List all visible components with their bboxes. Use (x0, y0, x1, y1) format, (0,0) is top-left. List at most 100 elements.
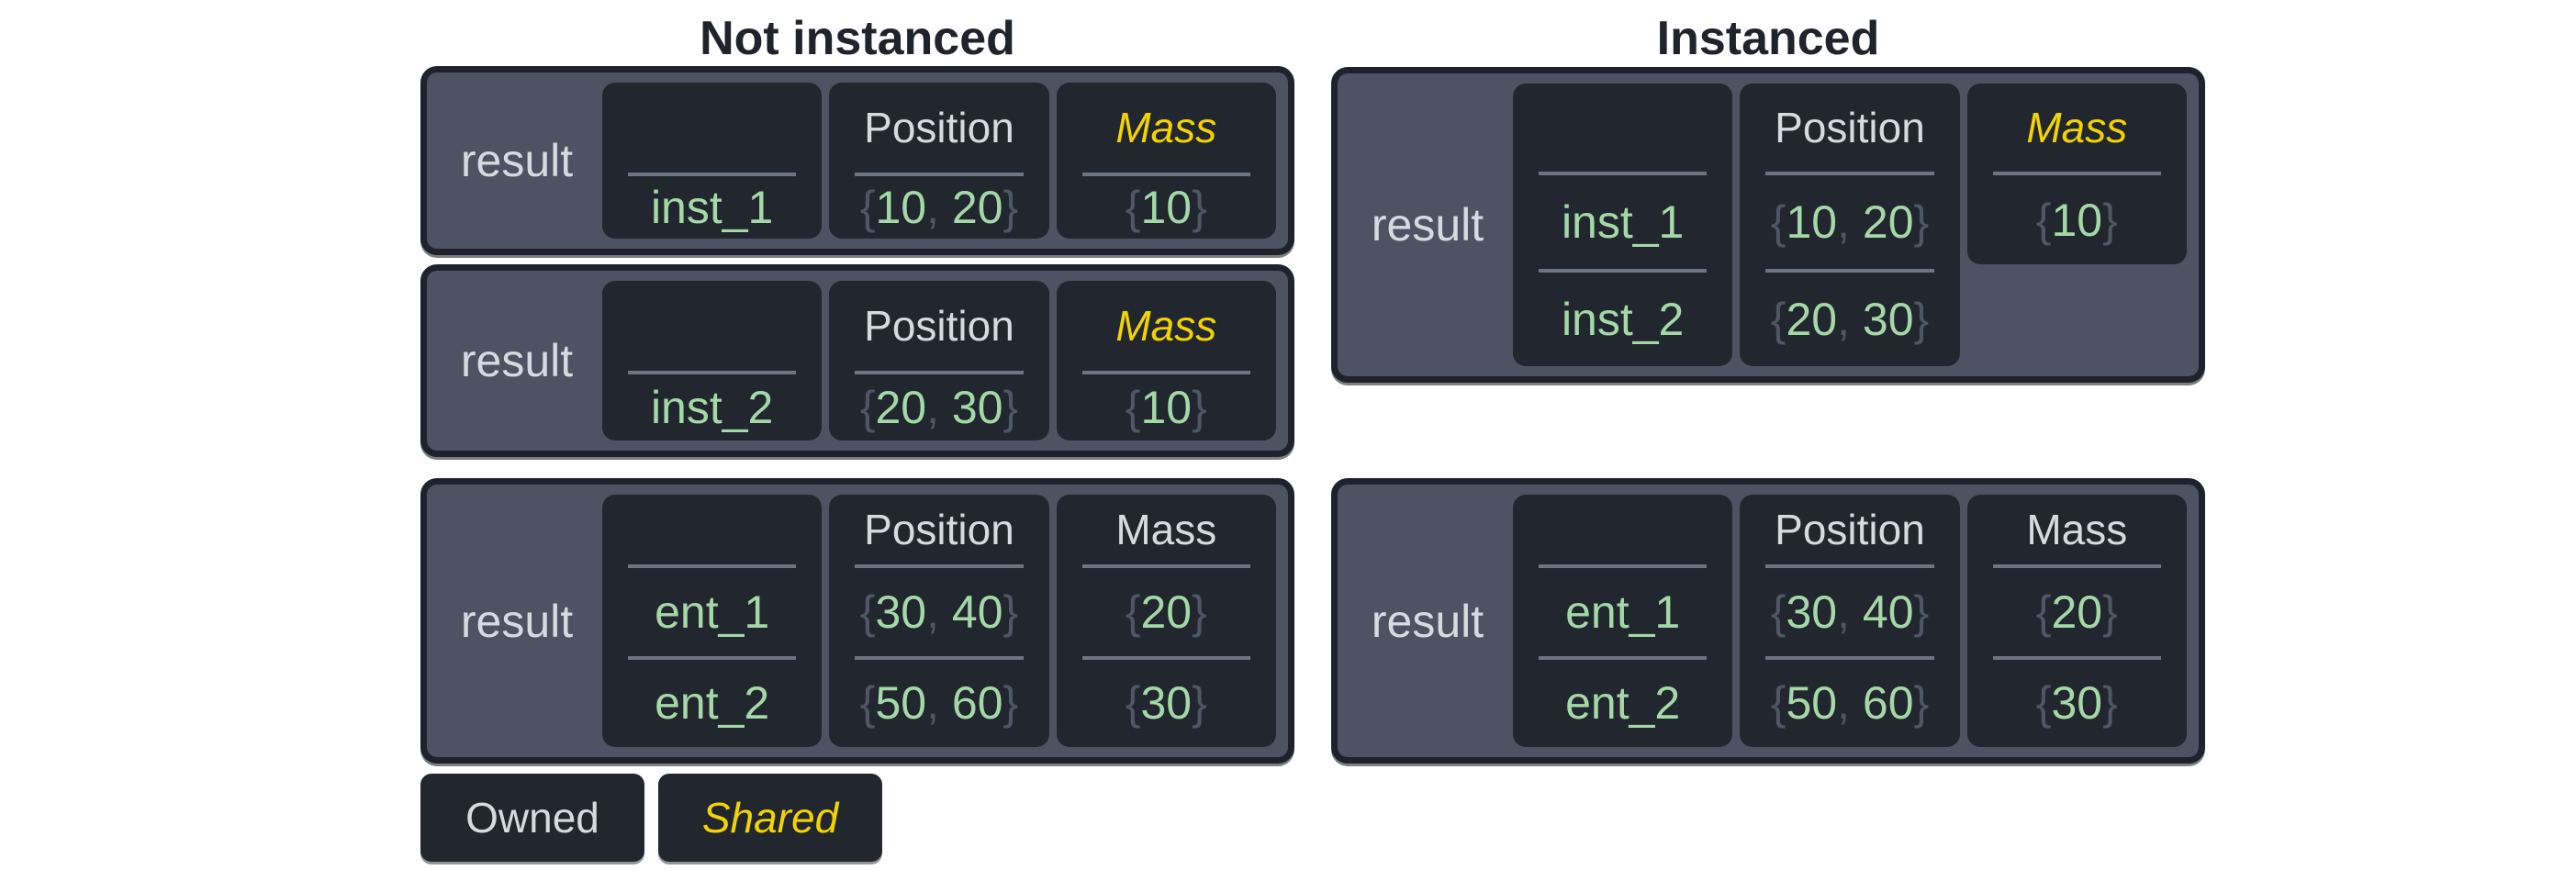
header-divider (1539, 172, 1708, 175)
position-value: {10, 20} (1740, 175, 1959, 269)
result-label: result (460, 135, 574, 186)
entity-name: inst_2 (650, 382, 774, 433)
header-divider (1992, 564, 2161, 568)
entity-header-blank (1513, 84, 1732, 172)
entity-column: inst_1 inst_2 (1513, 84, 1733, 366)
position-y: 60 (1862, 677, 1914, 730)
open-brace: { (1770, 677, 1786, 730)
comma: , (926, 182, 952, 233)
entity-header-blank (602, 83, 822, 173)
open-brace: { (1770, 196, 1786, 248)
result-block-instanced: result inst_1 inst_2 Position {10, 20} {… (1331, 67, 2205, 383)
close-brace: } (1192, 586, 1207, 638)
shared-mass-value: {10} (1967, 175, 2187, 264)
position-header: Position (864, 104, 1014, 151)
header-divider (628, 371, 797, 374)
position-y: 30 (1862, 294, 1914, 345)
comma: , (1837, 294, 1863, 345)
comma: , (1837, 586, 1863, 638)
result-label: result (1371, 595, 1484, 647)
close-brace: } (1002, 586, 1019, 638)
row-divider (1765, 269, 1934, 273)
result-block-entities: result ent_1 ent_2 Position {30, 40} {50… (420, 478, 1294, 764)
columns: inst_1 inst_2 Position {10, 20} {20, 30}… (1513, 84, 2187, 366)
position-column: Position {10, 20} {20, 30} (1740, 84, 1960, 366)
mass-number: 20 (1140, 586, 1193, 638)
position-column: Position {30, 40} {50, 60} (829, 495, 1049, 748)
close-brace: } (2102, 677, 2118, 730)
entity-column: ent_1 ent_2 (602, 495, 823, 747)
entity-name: ent_1 (1565, 586, 1681, 638)
entity-name: inst_2 (1561, 294, 1685, 345)
close-brace: } (1192, 382, 1207, 433)
result-label: result (1371, 199, 1484, 251)
row-divider (1539, 269, 1708, 273)
position-x: 30 (1786, 586, 1838, 638)
close-brace: } (1913, 586, 1930, 638)
entity-name: inst_1 (1561, 196, 1685, 248)
open-brace: { (1770, 294, 1786, 345)
mass-header: Mass (2026, 506, 2128, 553)
mass-number: 10 (1140, 382, 1193, 433)
mass-column: Mass {20} {30} (1056, 495, 1276, 747)
close-brace: } (1913, 677, 1930, 730)
header-divider (1992, 172, 2161, 175)
header-divider (855, 564, 1024, 568)
header-divider (1081, 173, 1250, 176)
mass-column-shared: Mass {10} (1966, 84, 2187, 264)
shared-legend-chip: Shared (658, 774, 882, 862)
position-header: Position (1775, 104, 1925, 151)
position-y: 20 (951, 182, 1003, 233)
entity-name: ent_1 (655, 586, 770, 638)
row-divider (855, 655, 1024, 660)
position-x: 50 (875, 677, 927, 730)
mass-number: 10 (2051, 194, 2103, 246)
position-x: 10 (1786, 196, 1838, 248)
comma: , (1837, 196, 1863, 248)
owned-legend-chip: Owned (420, 774, 644, 862)
position-x: 20 (1786, 294, 1838, 345)
open-brace: { (2035, 677, 2052, 730)
open-brace: { (1770, 586, 1786, 638)
open-brace: { (1125, 182, 1141, 233)
mass-column: Mass {10} (1056, 281, 1276, 441)
position-value: {50, 60} (1740, 660, 1959, 748)
row-divider (1539, 655, 1708, 660)
position-y: 20 (1862, 196, 1914, 248)
entity-column: inst_2 (602, 281, 823, 441)
mass-value: {10} (1057, 176, 1276, 239)
position-value: {20, 30} (1740, 273, 1959, 366)
mass-number: 10 (1140, 182, 1193, 233)
mass-value: {30} (1967, 660, 2187, 748)
comma: , (1837, 677, 1863, 730)
mass-header-shared: Mass (2026, 104, 2128, 151)
entity-name: inst_1 (650, 182, 774, 233)
open-brace: { (859, 182, 876, 233)
close-brace: } (1913, 294, 1930, 345)
position-x: 10 (875, 182, 927, 233)
position-value: {50, 60} (829, 660, 1048, 748)
mass-number: 20 (2051, 586, 2103, 638)
mass-column: Mass {10} (1056, 83, 1276, 239)
close-brace: } (1002, 677, 1019, 730)
close-brace: } (1002, 182, 1019, 233)
header-divider (1081, 564, 1250, 568)
result-block-entities-right: result ent_1 ent_2 Position {30, 40} {50… (1331, 478, 2205, 764)
row-divider (1081, 655, 1250, 660)
header-divider (855, 173, 1024, 176)
result-block-inst2: result inst_2 Position {20, 30} Mass {10… (420, 264, 1294, 457)
columns: inst_1 Position {10, 20} Mass {10} (602, 83, 1276, 239)
position-x: 20 (875, 382, 927, 433)
open-brace: { (1125, 677, 1141, 730)
comma: , (926, 677, 952, 730)
position-y: 40 (1862, 586, 1914, 638)
comma: , (926, 586, 952, 638)
mass-column: Mass {20} {30} (1966, 495, 2187, 748)
entity-column: ent_1 ent_2 (1513, 495, 1733, 747)
not-instanced-title: Not instanced (700, 12, 1015, 65)
position-y: 60 (951, 677, 1003, 730)
mass-header-shared: Mass (1115, 104, 1217, 151)
close-brace: } (2102, 194, 2118, 246)
entity-column: inst_1 (602, 83, 823, 239)
mass-number: 30 (1140, 677, 1193, 730)
